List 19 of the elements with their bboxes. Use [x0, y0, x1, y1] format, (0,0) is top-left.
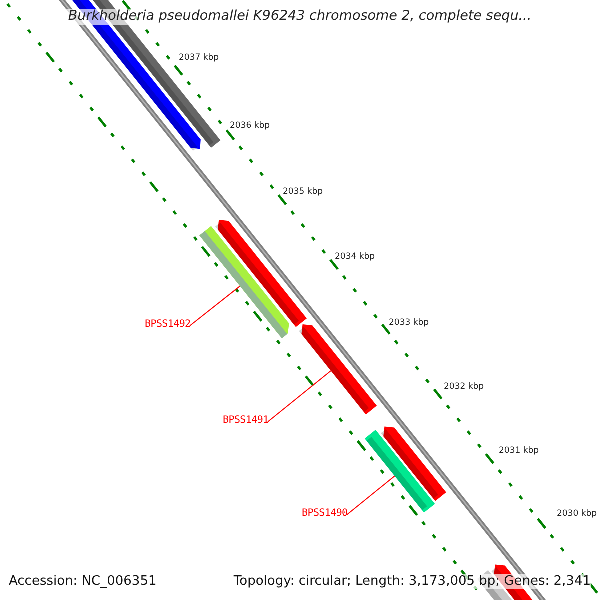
footer-text: Accession: NC_006351: [9, 574, 157, 589]
scale-label: 2034 kbp: [335, 253, 376, 262]
scale-label: 2037 kbp: [179, 54, 220, 62]
leader-line: [346, 476, 396, 516]
gene-label: BPSS1491: [223, 416, 269, 426]
gene-feature: [364, 430, 436, 513]
scale-label: 2032 kbp: [444, 383, 484, 392]
footer-text: Topology: circular; Length: 3,173,005 bp; Genes: 2,341: [234, 574, 591, 589]
scale-label: 2036 kbp: [230, 122, 270, 130]
scale-label: 2033 kbp: [389, 319, 430, 328]
leader-line: [268, 370, 332, 422]
scale-label: 2035 kbp: [283, 188, 324, 196]
gene-label: BPSS1492: [145, 320, 191, 330]
leader-line: [190, 286, 241, 326]
scale-label: 2030 kbp: [557, 510, 598, 518]
gene-label: BPSS1490: [302, 509, 348, 519]
scale-label: 2031 kbp: [499, 447, 540, 456]
gene-feature: [200, 226, 290, 339]
gene-feature: [299, 324, 377, 415]
